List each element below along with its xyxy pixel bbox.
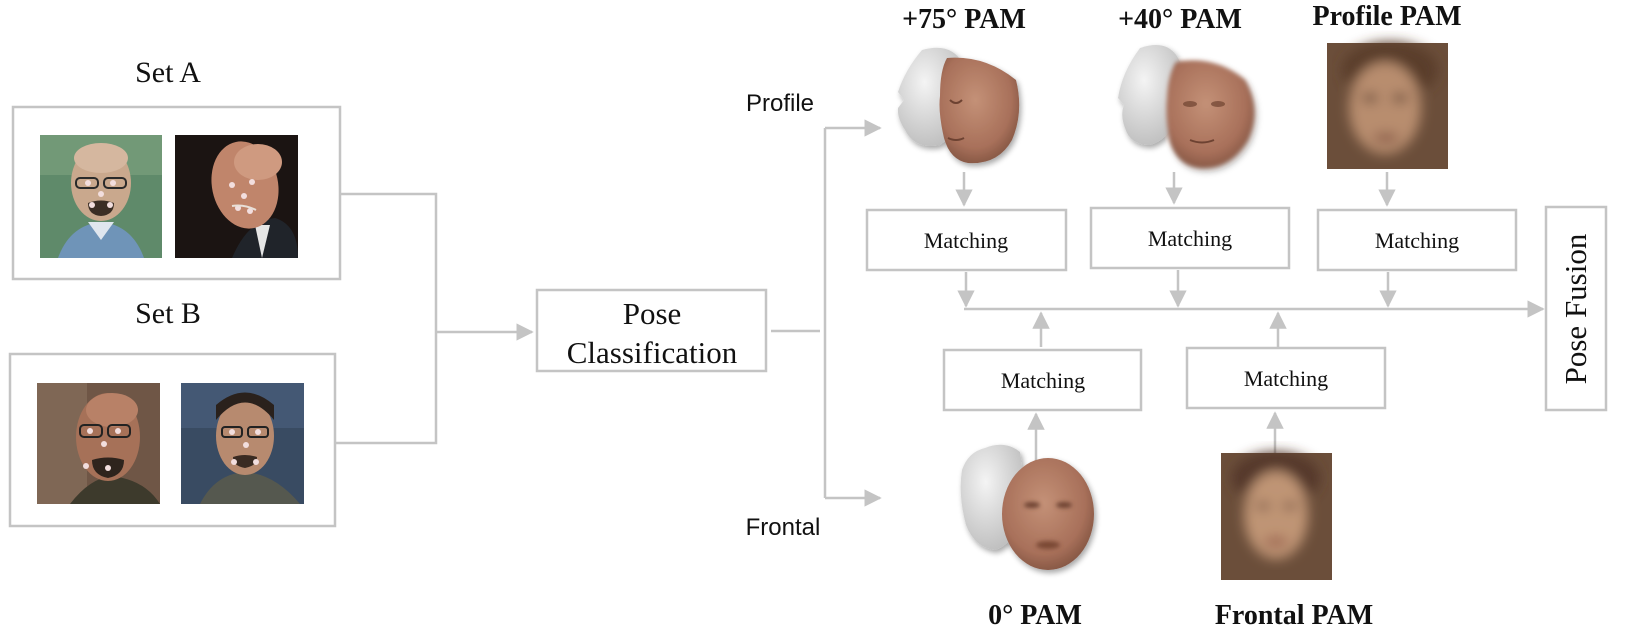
matching-profile-label: Matching: [1375, 228, 1459, 253]
profile-branch-label: Profile: [746, 90, 814, 117]
pam-40-label: +40° PAM: [1118, 4, 1242, 35]
pose-classification-line2: Classification: [567, 335, 738, 370]
frontal-branch-label: Frontal: [746, 514, 821, 541]
frontal-pam-label: Frontal PAM: [1215, 600, 1373, 631]
matching-75-label: Matching: [924, 228, 1008, 253]
matching-40-label: Matching: [1148, 226, 1232, 251]
pose-fusion-box: [1544, 205, 1608, 412]
matching-profile-box: [1316, 208, 1518, 272]
pose-fusion-label: Pose Fusion: [1558, 233, 1593, 384]
set-b-label: Set B: [135, 297, 201, 330]
pam-40-3d-face-mask-icon: [1118, 45, 1255, 169]
set-a-label: Set A: [135, 56, 201, 89]
matching-0-box: [942, 348, 1143, 412]
pam-75-3d-face-mask-icon: [897, 47, 1020, 164]
matching-frontal-box: [1185, 346, 1387, 410]
set-b-face-photo-2: [181, 383, 304, 504]
pose-classification-box: [535, 288, 768, 373]
profile-pam-label: Profile PAM: [1312, 1, 1461, 32]
pam-0-3d-face-mask-icon: [960, 444, 1094, 570]
set-a-connector: [340, 192, 438, 332]
matching-frontal-label: Matching: [1244, 366, 1328, 391]
set-b-face-photo-1: [37, 383, 160, 504]
set-a-face-photo-1: [40, 135, 162, 258]
pam-75-label: +75° PAM: [902, 4, 1026, 35]
frontal-pam-average-face-image: [1221, 452, 1332, 580]
matching-0-label: Matching: [1001, 368, 1085, 393]
pam-0-label: 0° PAM: [988, 600, 1082, 631]
profile-pam-average-face-image: [1327, 42, 1448, 169]
pose-classification-line1: Pose: [623, 296, 682, 331]
set-a-face-photo-2: [175, 135, 298, 258]
matching-40-box: [1089, 206, 1291, 270]
matching-75-box: [865, 208, 1068, 272]
set-b-connector: [335, 332, 438, 445]
